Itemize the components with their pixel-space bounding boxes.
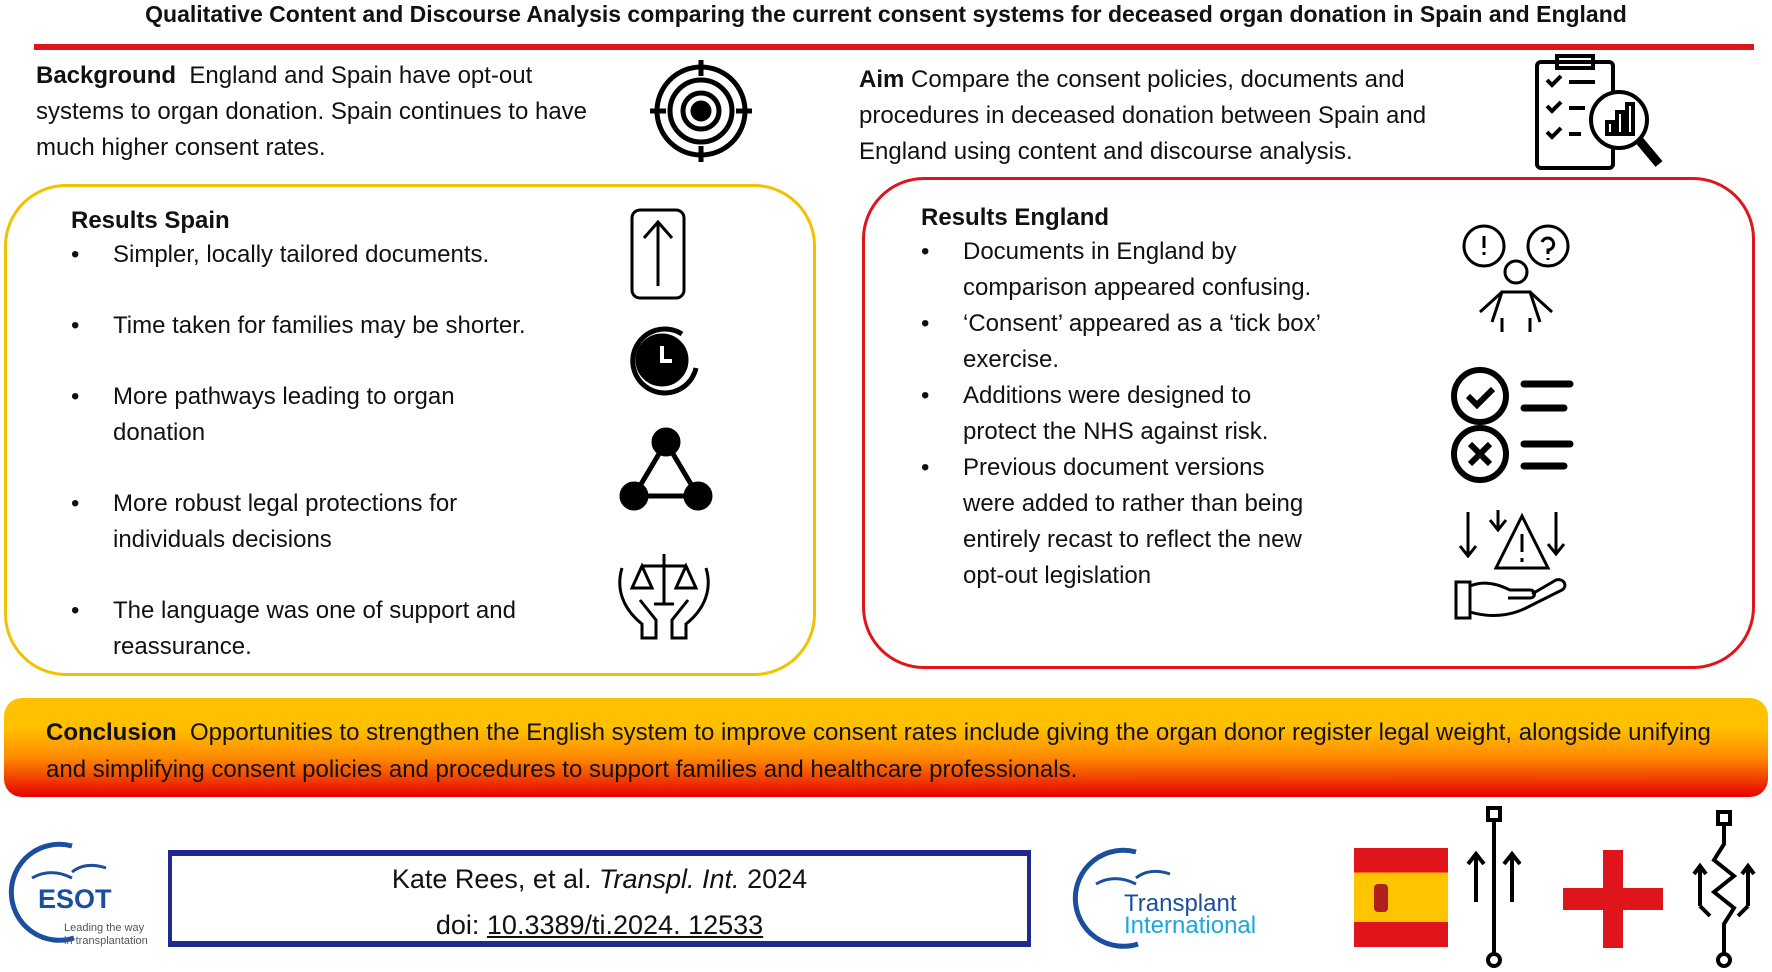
england-result-item: ‘Consent’ appeared as a ‘tick box’ exerc… [921,306,1321,378]
doi-label: doi: [435,910,480,940]
network-pathways-icon [619,427,713,511]
spain-result-item: Simpler, locally tailored documents. [71,237,631,273]
clock-icon [630,326,699,396]
spain-flag [1354,848,1448,947]
aim-section: Aim Compare the consent policies, docume… [859,62,1519,170]
doi-link[interactable]: 10.3389/ti.2024. 12533 [486,910,764,940]
arrow-up-icon [630,208,686,300]
esot-tagline-2: in transplantation [64,935,148,947]
results-spain-panel: Results Spain Simpler, locally tailored … [4,184,816,676]
confused-person-icon [1462,224,1570,332]
background-text: England and Spain have opt-out systems t… [36,62,588,161]
page-title: Qualitative Content and Discourse Analys… [145,1,1627,27]
citation-authors: Kate Rees, et al. [391,864,592,894]
england-result-item: Additions were designed to protect the N… [921,378,1321,450]
aim-label: Aim [859,66,905,93]
risk-hand-warning-icon [1454,510,1567,620]
ti-logo-line1: Transplant [1124,890,1237,917]
england-flag-cross [1563,850,1663,948]
spain-coat-of-arms-icon [1374,884,1388,912]
checklist-analysis-icon [1535,54,1663,170]
england-result-item: Previous document versions were added to… [921,450,1321,594]
spain-result-item: More pathways leading to organ donation [71,379,531,451]
conclusion-banner: Conclusion Opportunities to strengthen t… [4,698,1768,797]
spain-result-item: More robust legal protections for indivi… [71,486,541,558]
results-england-heading: Results England [921,204,1110,231]
check-cross-list-icon [1451,367,1574,483]
citation-box: Kate Rees, et al. Transpl. Int. 2024 doi… [168,850,1031,947]
spain-result-item: Time taken for families may be shorter. [71,308,631,344]
results-spain-heading: Results Spain [71,207,230,234]
target-icon [650,60,752,162]
england-result-item: Documents in England by comparison appea… [921,234,1321,306]
ti-logo-line2: International [1124,912,1257,939]
conclusion-label: Conclusion [46,719,177,746]
ti-ring-icon [1072,847,1171,949]
transplant-international-logo: Transplant International [1072,847,1296,949]
citation-year: 2024 [747,864,808,894]
esot-ring-icon [8,841,107,943]
legal-scales-hands-icon [618,554,710,640]
spain-result-item: The language was one of support and reas… [71,593,561,665]
esot-logo-text: ESOT [38,884,112,914]
title-divider [34,44,1754,50]
spain-pathways-icon [1466,806,1522,968]
results-england-panel: Results England Documents in England by … [862,177,1755,669]
england-pathways-icon [1692,810,1756,968]
background-section: Background England and Spain have opt-ou… [36,58,616,166]
esot-tagline-1: Leading the way [64,922,145,934]
citation-journal: Transpl. Int. [598,864,740,894]
background-label: Background [36,62,177,89]
conclusion-text: Opportunities to strengthen the English … [46,719,1711,783]
aim-text: Compare the consent policies, documents … [859,66,1427,165]
